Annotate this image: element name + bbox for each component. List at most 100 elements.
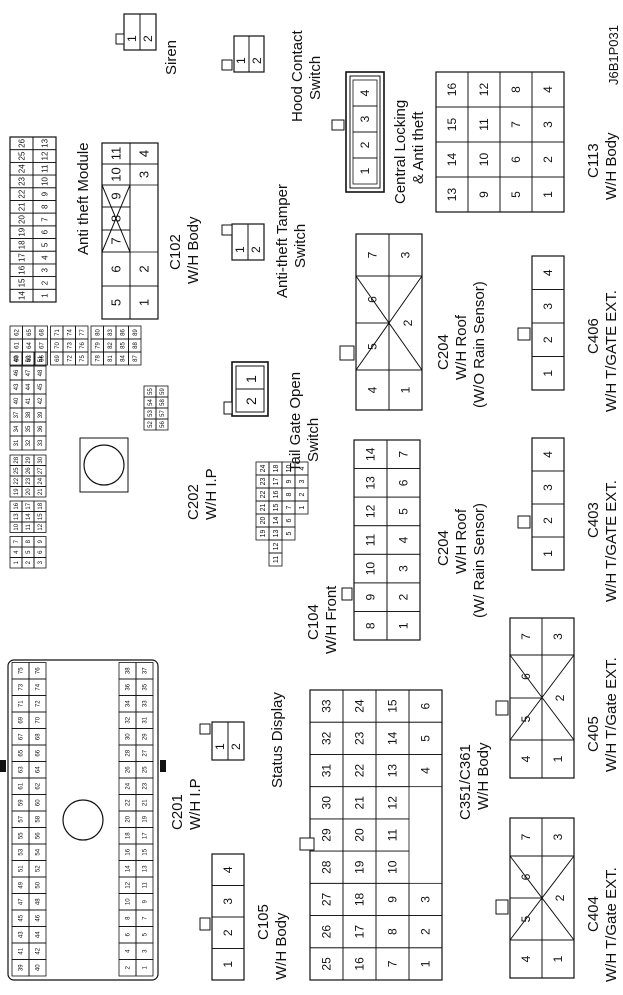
c202-pin-number: 78 [95,355,101,362]
c201-pin-cell [28,662,47,680]
c201-pin-number: 26 [126,766,132,773]
c105-pin-number: 2 [221,929,235,936]
central-locking-label-2: & Anti theft [410,111,427,184]
anti-theft-module-pin-number: 18 [17,240,26,249]
c201-pin-number: 27 [143,749,149,756]
anti-theft-module-connector: 1234567891011121314151617181920212223242… [9,136,57,303]
c201-pin-number: 76 [36,667,42,674]
tail-gate-connector: 2 1 [223,361,269,417]
c201-pin-number: 44 [36,931,42,938]
c201-pin-number: 74 [36,683,42,690]
c202-pin-number: 38 [26,411,32,418]
c351-pin-number: 2 [419,928,433,935]
c113-pin-number: 12 [477,83,491,97]
c202-pin-number: 58 [160,399,166,406]
c104-small-pin-number: 21 [260,504,267,512]
c404-pin-number: 3 [551,833,565,840]
c202-pin-number: 9 [38,539,44,543]
c201-pin-number: 33 [143,700,149,707]
c201-pin-number: 37 [143,667,149,674]
c113-pin-number: 5 [509,191,523,198]
c202-pin-number: 70 [55,342,61,349]
c202-pin-number: 24 [38,477,44,484]
anti-theft-module-pin-number: 9 [40,191,49,196]
c202-pin-number: 87 [133,355,139,362]
c351-pin-number: 9 [386,896,400,903]
c204-wo-label-2: W/H Roof [453,314,470,380]
c204-wo-pin-number: 1 [399,386,413,393]
c351-pin-number: 16 [353,957,367,971]
c202-pin-number: 8 [26,539,32,543]
c104-pin-number: 9 [364,593,378,600]
c105-pin-number: 3 [221,898,235,905]
c102-label-1: C102 [167,234,184,270]
c201-pin-number: 63 [19,766,25,773]
c104-pin-number: 10 [364,562,378,576]
c201-pin-number: 4 [126,949,132,953]
c351-pin-number: 32 [320,731,334,745]
c104-label-1: C104 [305,604,322,640]
c351-pin-number: 13 [386,764,400,778]
c201-pin-number: 68 [36,733,42,740]
c204-wo-label-3: (W/O Rain Sensor) [471,281,488,408]
c104-pin-cell [353,439,388,469]
c201-pin-number: 29 [143,733,149,740]
c351-pin-number: 1 [419,960,433,967]
c351-pin-cell [408,689,443,723]
c201-pin-number: 17 [143,832,149,839]
c201-pin-number: 6 [126,932,132,936]
anti-theft-module-pin-number: 14 [17,291,26,300]
c104-small-pin-cell [255,461,270,476]
c102-pin-cell [101,142,131,165]
c202-pin-number: 62 [14,329,20,336]
c201-pin-number: 9 [143,899,149,903]
c202-pin-number: 35 [26,425,32,432]
c201-pin-number: 67 [19,733,25,740]
c113-pin-number: 9 [477,191,491,198]
svg-text:1: 1 [234,57,248,64]
c201-pin-number: 19 [143,815,149,822]
c202-pin-number: 79 [95,342,101,349]
c202-pin-number: 16 [14,502,20,509]
c201-pin-number: 49 [19,881,25,888]
c202-pin-number: 28 [14,456,20,463]
c202-pin-number: 67 [39,342,45,349]
c201-pin-number: 54 [36,848,42,855]
svg-text:2: 2 [249,246,263,253]
c202-pin-number: 46 [14,369,20,376]
c201-pin-cell [118,662,137,680]
central-locking-pin-cell [352,79,378,107]
svg-text:1: 1 [233,246,247,253]
c202-pin-number: 43 [14,383,20,390]
c202-pin-number: 81 [108,355,114,362]
c201-pin-number: 70 [36,716,42,723]
c351-pin-number: 31 [320,764,334,778]
anti-theft-module-pin-number: 21 [17,202,26,211]
c202-pin-number: 32 [26,439,32,446]
c202-pin-number: 40 [14,397,20,404]
c105-pin-cell [211,853,245,886]
c202-pin-number: 50 [26,355,32,362]
c351-label-2: W/H Body [475,742,492,810]
anti-theft-module-pin-number: 2 [40,280,49,285]
c202-pin-number: 77 [80,329,86,336]
c405-pin-number: 3 [551,633,565,640]
central-locking-pin-number: 4 [358,89,372,96]
c202-pin-number: 47 [26,369,32,376]
c105-label-2: W/H Body [273,912,290,980]
c202-pin-number: 1 [14,560,20,564]
c202-pin-number: 45 [38,383,44,390]
c113-pin-number: 8 [509,86,523,93]
c202-pin-number: 56 [160,421,166,428]
c351-connector: 2526272829303132331617181920212223247891… [299,689,443,981]
c201-pin-number: 58 [36,815,42,822]
c351-pin-number: 10 [386,860,400,874]
c201-pin-number: 75 [19,667,25,674]
c113-pin-number: 16 [445,83,459,97]
c201-pin-number: 40 [36,964,42,971]
c202-pin-number: 76 [80,342,86,349]
c204-wo-pin-number: 7 [366,251,380,258]
anti-theft-tamper-connector: 2 1 [221,223,265,261]
